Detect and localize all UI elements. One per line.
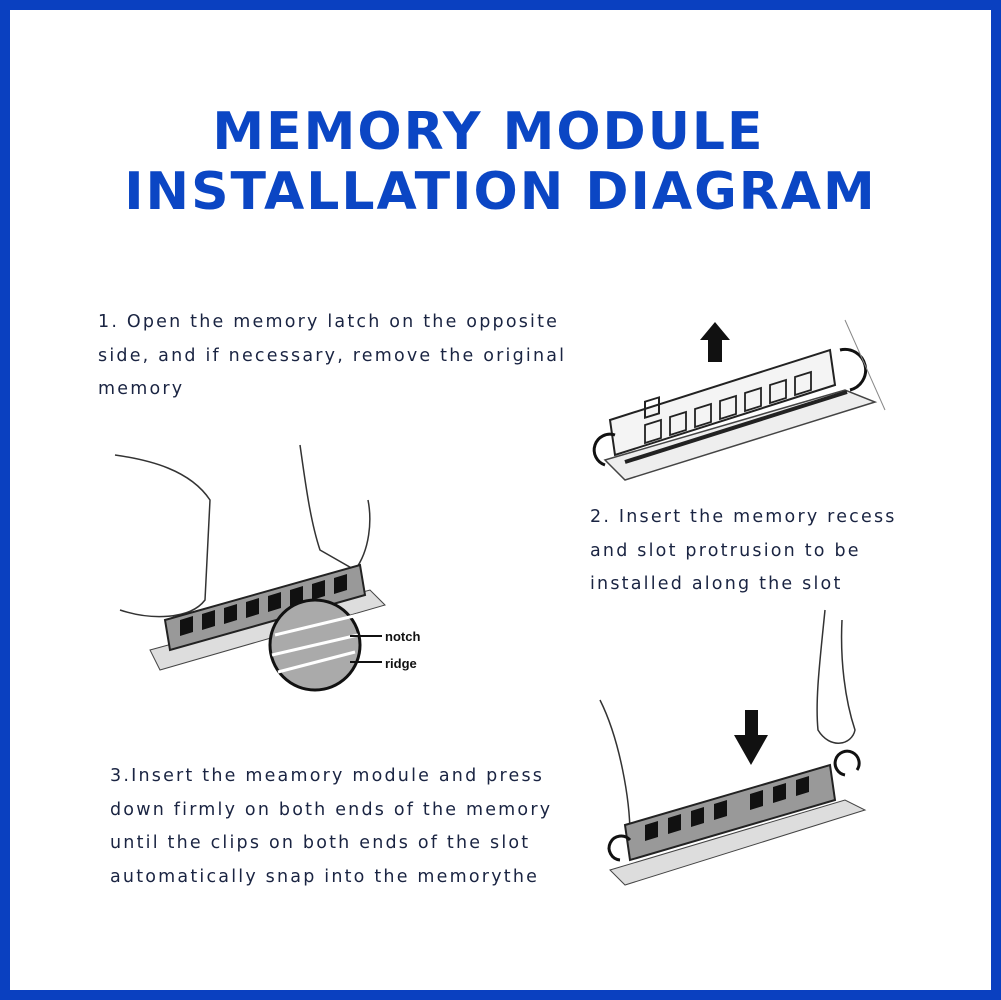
step-3-text: 3.Insert the meamory module and press do… bbox=[110, 766, 553, 887]
ridge-label: ridge bbox=[385, 656, 417, 671]
press-module-illustration bbox=[599, 609, 867, 886]
latch-rotate-icon bbox=[833, 749, 861, 777]
notch-label: notch bbox=[385, 629, 420, 644]
title-line-2: INSTALLATION DIAGRAM bbox=[124, 162, 877, 222]
latch-rotate-icon bbox=[839, 347, 868, 392]
title-line-1: MEMORY MODULE bbox=[212, 102, 765, 162]
latch-rotate-icon bbox=[592, 432, 616, 467]
step-2-text: 2. Insert the memory recess and slot pro… bbox=[590, 507, 897, 594]
step-1-text: 1. Open the memory latch on the opposite… bbox=[98, 312, 567, 399]
remove-module-illustration bbox=[592, 319, 886, 481]
latch-rotate-icon bbox=[607, 834, 632, 862]
arrow-up-icon bbox=[700, 322, 730, 362]
arrow-down-icon bbox=[734, 710, 768, 765]
open-latch-illustration: notch ridge bbox=[114, 444, 420, 692]
